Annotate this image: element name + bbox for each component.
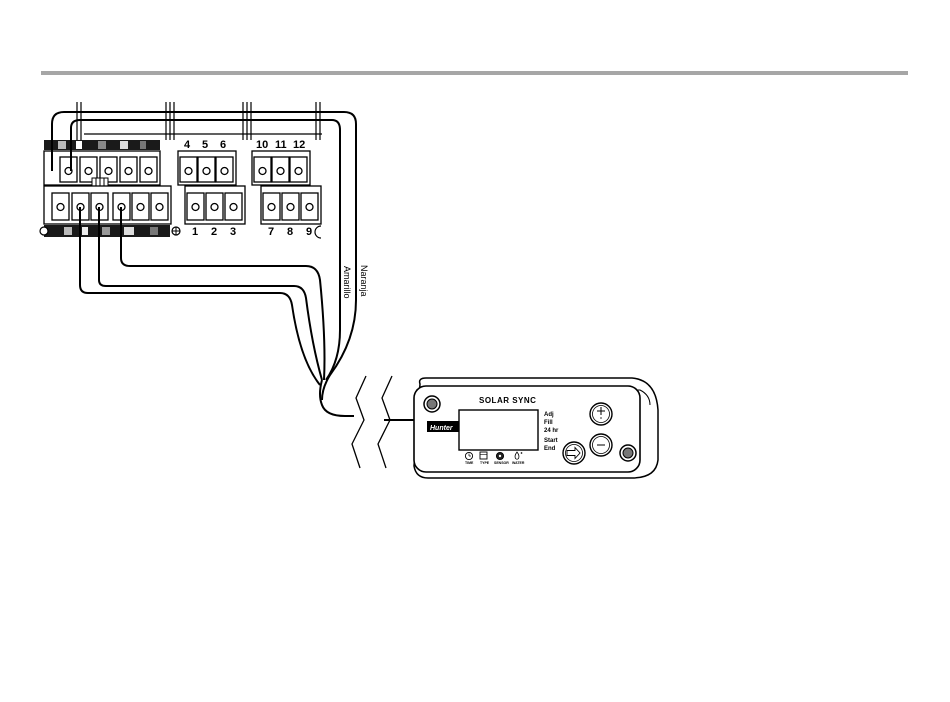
screw-icon	[424, 396, 440, 412]
station-number-8: 8	[287, 226, 293, 238]
lcd-display	[459, 410, 538, 450]
upper-terminal-block-3	[252, 151, 310, 185]
station-number-1: 1	[192, 226, 198, 238]
plus-button[interactable]	[590, 403, 612, 425]
wire-label-naranja: Naranja	[359, 265, 369, 297]
lower-terminal-block-2	[185, 186, 245, 224]
lower-terminal-block-3	[261, 186, 321, 224]
calendar-icon	[480, 452, 487, 459]
label-fill: Fill	[544, 420, 553, 426]
station-number-10: 10	[256, 139, 268, 151]
cable-break-lines	[352, 376, 392, 468]
arrow-button[interactable]	[563, 442, 585, 464]
label-end: End	[544, 446, 556, 452]
icon-label-water: WATER	[512, 461, 525, 465]
station-number-6: 6	[220, 139, 226, 151]
station-number-11: 11	[275, 139, 287, 151]
device-title: SOLAR SYNC	[479, 396, 536, 405]
icon-label-sensor: SENSOR	[494, 461, 509, 465]
station-number-4: 4	[184, 139, 191, 151]
label-adj: Adj	[544, 412, 554, 418]
solar-sync-device: SOLAR SYNC Hunter Adj Fill 24 hr Start E…	[414, 378, 658, 478]
upper-terminal-block-2	[178, 151, 236, 185]
brand-logo-text: Hunter	[430, 425, 454, 432]
station-number-2: 2	[211, 226, 217, 238]
minus-button[interactable]	[590, 434, 612, 456]
icon-label-type: TYPE	[480, 461, 490, 465]
icon-label-time: TIME	[465, 461, 474, 465]
upper-color-band	[44, 140, 160, 150]
station-number-12: 12	[293, 139, 305, 151]
station-number-7: 7	[268, 226, 274, 238]
lower-terminal-block-1	[44, 186, 171, 224]
lower-color-band	[40, 225, 321, 238]
station-number-3: 3	[230, 226, 236, 238]
sensor-icon	[496, 452, 503, 459]
station-number-9: 9	[306, 226, 312, 238]
screw-icon	[620, 445, 636, 461]
controller-terminal-strip: 4 5 6 10 11 12	[40, 102, 322, 238]
station-number-5: 5	[202, 139, 208, 151]
label-24hr: 24 hr	[544, 428, 559, 434]
label-start: Start	[544, 438, 558, 444]
wire-label-amarillo: Amarillo	[342, 266, 352, 299]
clock-icon	[465, 452, 472, 459]
